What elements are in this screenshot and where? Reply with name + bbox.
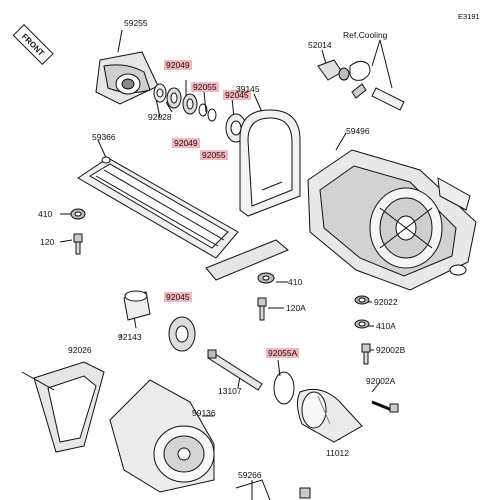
lower-parts (235, 479, 311, 500)
pump-case (307, 149, 477, 291)
label-92022[interactable]: 92022 (374, 297, 398, 307)
collar (153, 83, 167, 103)
label-59255[interactable]: 59255 (124, 18, 148, 28)
pump-cover (77, 156, 289, 281)
label-13107[interactable]: 13107 (218, 386, 242, 396)
label-92055-bottom[interactable]: 92055 (200, 150, 228, 160)
label-92045-mid[interactable]: 92045 (164, 292, 192, 302)
washers (70, 208, 370, 329)
sleeve-and-bearing (123, 290, 196, 352)
nozzle (109, 379, 215, 493)
cooling-fitting (317, 59, 405, 111)
seal-plate (239, 109, 301, 217)
label-410-mid[interactable]: 410 (288, 277, 303, 287)
label-59496[interactable]: 59496 (346, 126, 370, 136)
label-120A[interactable]: 120A (286, 303, 306, 313)
label-ref-cooling[interactable]: Ref.Cooling (343, 30, 388, 40)
nozzle-mount (21, 361, 105, 453)
label-92028[interactable]: 92028 (148, 112, 172, 122)
diagram-code: E3191 (458, 12, 480, 21)
label-92002A[interactable]: 92002A (366, 376, 396, 386)
label-59366[interactable]: 59366 (92, 132, 116, 142)
label-59266[interactable]: 59266 (238, 470, 262, 480)
label-92049-bottom[interactable]: 92049 (172, 138, 200, 148)
label-59136[interactable]: 59136 (192, 408, 216, 418)
o-ring (273, 371, 295, 405)
label-410A[interactable]: 410A (376, 321, 396, 331)
bolts (73, 233, 399, 413)
label-410-left[interactable]: 410 (38, 209, 53, 219)
label-52014[interactable]: 52014 (308, 40, 332, 50)
label-92055-top[interactable]: 92055 (191, 82, 219, 92)
label-92055A[interactable]: 92055A (266, 348, 300, 358)
impeller (95, 51, 159, 105)
label-92143[interactable]: 92143 (118, 332, 142, 342)
label-92049-top[interactable]: 92049 (164, 60, 192, 70)
label-92045-top[interactable]: 92045 (223, 90, 251, 100)
label-92002B[interactable]: 92002B (376, 345, 406, 355)
label-120-left[interactable]: 120 (40, 237, 55, 247)
label-92026[interactable]: 92026 (68, 345, 92, 355)
shaft (207, 349, 263, 391)
cap (296, 388, 363, 443)
label-11012[interactable]: 11012 (326, 448, 350, 458)
label-39145[interactable]: 39145 (236, 84, 260, 94)
